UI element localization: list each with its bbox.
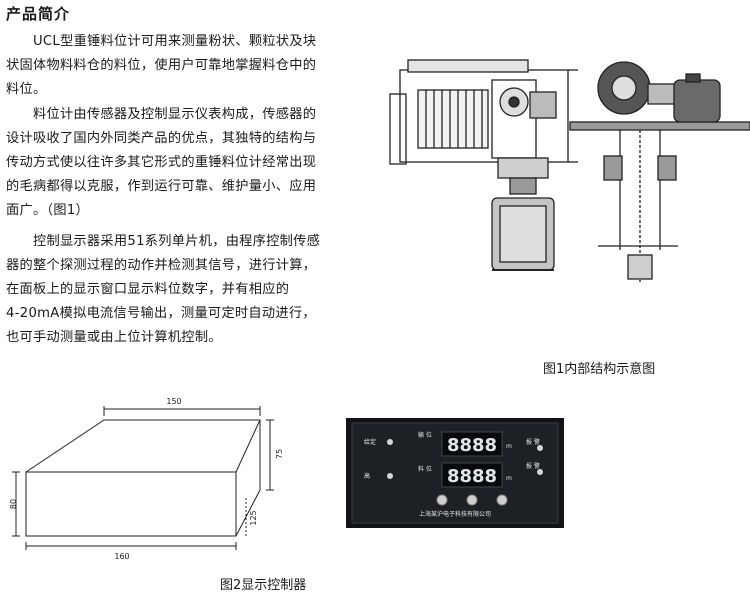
panel-unit-bottom: m [506, 475, 512, 482]
panel-label-top: 给定 [364, 438, 376, 446]
text-line: 器的整个探测过程的动作并检测其信号，进行计算， [6, 258, 317, 273]
dim-left-height: 80 [9, 499, 18, 509]
panel-value-label-bottom: 料 位 [418, 465, 432, 473]
indicator-led-bottom [387, 473, 393, 479]
panel-buttons [436, 494, 508, 506]
figure1-structure-drawing [389, 59, 750, 282]
section-heading: 产品简介 [6, 5, 71, 23]
text-line: 传动方式使以往许多其它形式的重锤料位计经常出现 [6, 155, 317, 170]
text-line: 4-20mA模拟电流信号输出，测量可定时自动进行， [6, 306, 316, 321]
panel-right-label-top: 报 警 [526, 438, 540, 446]
text-line: 的毛病都得以克服，作到运行可靠、维护量小、应用 [6, 179, 317, 194]
text-line: 料位。 [6, 82, 47, 97]
indicator-led-top [387, 439, 393, 445]
controller-paragraph: 控制显示器采用51系列单片机，由程序控制传感 器的整个探测过程的动作并检测其信号… [6, 230, 376, 350]
text-line: 也可手动测量或由上位计算机控制。 [6, 330, 222, 345]
panel-unit-top: m [506, 443, 512, 450]
dim-right-height: 75 [275, 449, 284, 459]
text-line: 面广。（图1） [6, 203, 90, 218]
text-line: 设计吸收了国内外同类产品的优点，其独特的结构与 [6, 131, 317, 146]
controller-front-face [25, 471, 237, 537]
text-line: 状固体物料料仓的料位，使用户可靠地掌握料仓中的 [6, 58, 317, 73]
alarm-led-bottom [537, 469, 543, 475]
panel-button-2[interactable] [466, 494, 478, 506]
gear-motor [673, 79, 721, 123]
panel-display-top: 8888 [447, 435, 497, 456]
figure2-dimension-drawing: 150 160 80 75 125 [9, 397, 284, 561]
controller-panel-image: 给定 高 输 位 料 位 m m 报 警 报 警 上海某沪电子科技有限公司 88… [346, 418, 564, 528]
mounting-plate [569, 121, 750, 131]
panel-brand-text: 上海某沪电子科技有限公司 [419, 510, 491, 518]
dim-depth: 125 [249, 510, 258, 525]
text-line: 控制显示器采用51系列单片机，由程序控制传感 [6, 234, 321, 249]
intro-paragraph: UCL型重锤料位计可用来测量粉状、颗粒状及块 状固体物料料仓的料位，使用户可靠地… [6, 30, 376, 102]
panel-label-bottom: 高 [364, 472, 370, 480]
figure1-caption: 图1内部结构示意图 [543, 362, 656, 377]
panel-button-1[interactable] [436, 494, 448, 506]
text-line: 料位计由传感器及控制显示仪表构成，传感器的 [6, 107, 317, 122]
panel-right-label-bottom: 报 警 [526, 462, 540, 470]
panel-value-label-top: 输 位 [418, 431, 432, 439]
dim-top-width: 150 [166, 397, 181, 406]
panel-display-bottom: 8888 [447, 466, 497, 487]
figure2-caption: 图2显示控制器 [220, 578, 307, 593]
dim-bottom-width: 160 [114, 552, 129, 561]
text-line: 在面板上的显示窗口显示料位数字，并有相应的 [6, 282, 290, 297]
text-line: UCL型重锤料位计可用来测量粉状、颗粒状及块 [6, 34, 317, 49]
alarm-led-top [537, 445, 543, 451]
sensor-paragraph: 料位计由传感器及控制显示仪表构成，传感器的 设计吸收了国内外同类产品的优点，其独… [6, 103, 376, 223]
panel-button-3[interactable] [496, 494, 508, 506]
plumb-weight [627, 254, 653, 280]
